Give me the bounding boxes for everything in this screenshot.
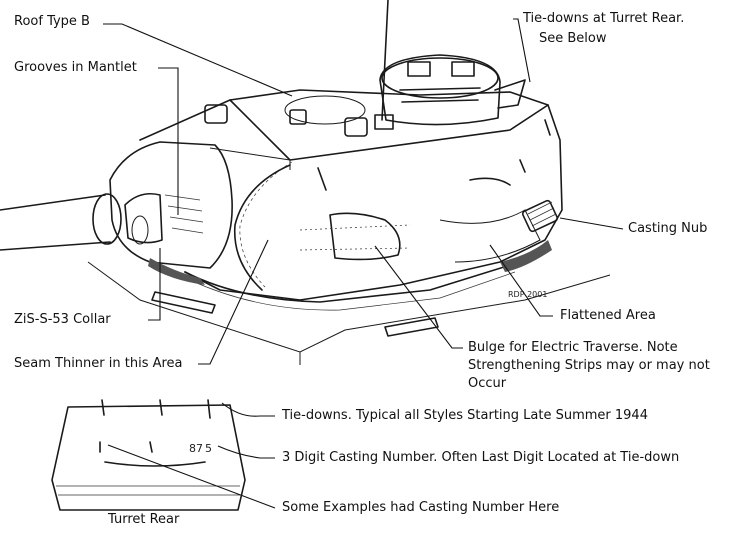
shadow-left <box>148 258 205 285</box>
mantlet-grooves <box>164 194 204 234</box>
label-tiedowns-rear: Tie-downs at Turret Rear. <box>523 11 685 26</box>
cupola-hatch <box>494 79 526 109</box>
rear-casting-last-digit: 5 <box>205 442 212 455</box>
periscope-2 <box>451 61 475 77</box>
antenna <box>381 0 389 121</box>
leader-seam-thinner <box>198 239 269 365</box>
leader-roof-type <box>103 23 293 97</box>
lower-flange <box>184 261 521 303</box>
label-zis-collar: ZiS-S-53 Collar <box>14 312 111 327</box>
leader-examples <box>107 444 276 509</box>
roof-fitting <box>289 109 307 125</box>
label-bulge-line2: Strengthening Strips may or may not <box>468 358 710 373</box>
casting-nub-shape <box>521 199 559 233</box>
label-bulge-line1: Bulge for Electric Traverse. Note <box>468 340 678 355</box>
rear-tie-downs <box>101 399 211 419</box>
label-turret-rear: Turret Rear <box>108 512 180 527</box>
zis-collar-shape <box>124 192 163 244</box>
artist-signature: RDP 2001 <box>508 290 547 299</box>
label-casting-number: 3 Digit Casting Number. Often Last Digit… <box>282 450 680 465</box>
barrel-muzzle <box>92 193 122 245</box>
loader-hatch <box>284 95 366 125</box>
label-examples-casting: Some Examples had Casting Number Here <box>282 500 560 515</box>
label-bulge-line3: Occur <box>468 376 507 391</box>
electric-traverse-bulge <box>329 212 401 261</box>
turret-body <box>139 89 563 301</box>
label-roof-type: Roof Type B <box>14 14 90 29</box>
turret-rear-sketch <box>51 404 246 511</box>
hull-deck-outline <box>87 261 611 353</box>
label-grooves: Grooves in Mantlet <box>14 60 137 75</box>
label-casting-nub: Casting Nub <box>628 221 708 236</box>
leader-casting-nub <box>559 217 624 230</box>
rear-casting-digits: 87 <box>189 442 203 455</box>
roof-vent-1 <box>204 104 228 124</box>
leader-casting-number <box>217 445 275 459</box>
leader-tiedowns-typical <box>221 402 275 417</box>
periscope-1 <box>407 61 431 77</box>
deck-plate-2 <box>384 317 439 337</box>
leader-zis-collar <box>148 248 161 321</box>
leader-tiedowns-rear <box>513 18 531 83</box>
leader-bulge <box>374 245 463 349</box>
label-tiedowns-typical: Tie-downs. Typical all Styles Starting L… <box>282 408 648 423</box>
label-seam-thinner: Seam Thinner in this Area <box>14 356 183 371</box>
roof-edge <box>229 99 549 161</box>
label-flattened-area: Flattened Area <box>560 308 656 323</box>
label-see-below: See Below <box>539 31 607 46</box>
side-tie-downs <box>317 119 551 191</box>
leader-grooves <box>158 67 179 215</box>
leader-flattened-area <box>489 244 553 317</box>
roof-vent-2 <box>344 117 368 137</box>
flattened-area-shape <box>439 209 541 263</box>
gun-barrel <box>0 194 111 251</box>
mantlet <box>109 141 233 269</box>
front-cheek-seam <box>233 164 291 291</box>
deck-plate-1 <box>151 291 216 314</box>
